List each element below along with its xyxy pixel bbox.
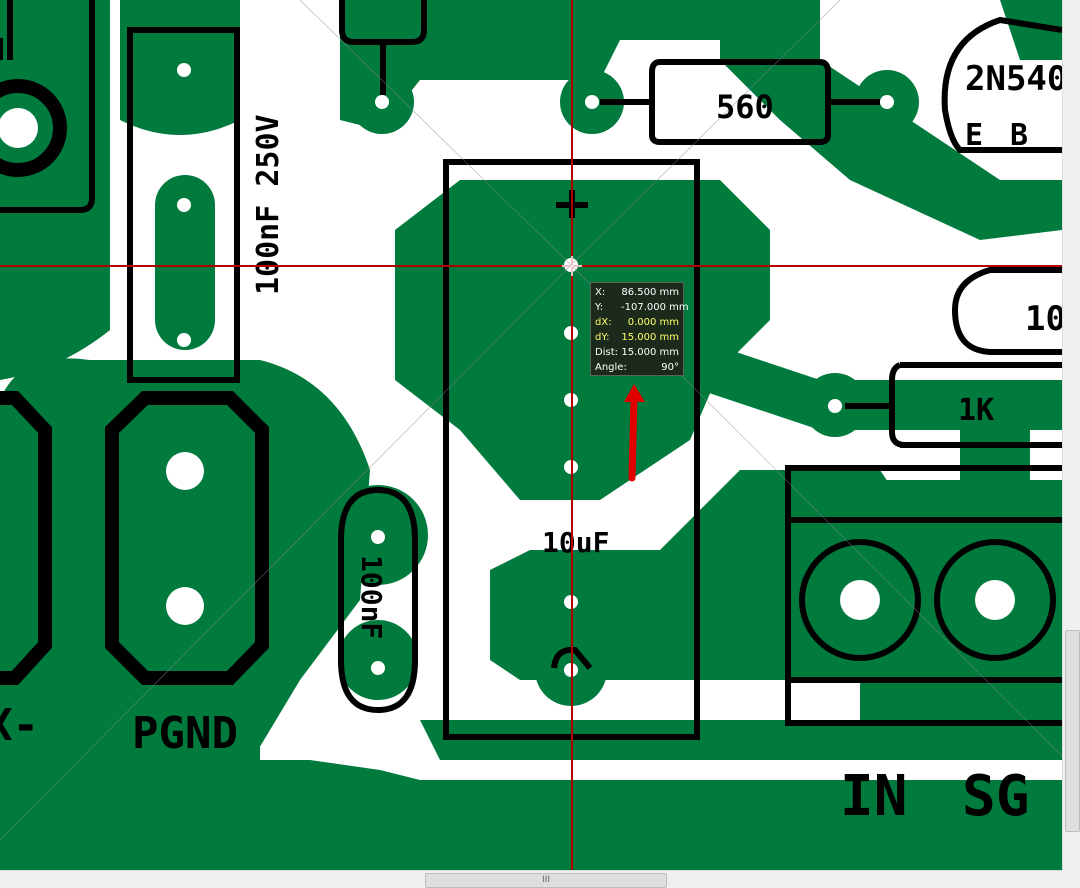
drill-holes [0, 63, 1015, 677]
measure-dy-value: 15.000 mm [621, 332, 679, 343]
label-2n540: 2N540 [965, 59, 1062, 99]
label-560: 560 [716, 88, 774, 126]
measure-dx-row: dX: 0.000 mm [595, 315, 679, 330]
pcb-layout: 100nF 250V 100nF 10uF 560 1K 2N540 E B 1… [0, 0, 1062, 870]
measure-x-value: 86.500 mm [621, 287, 679, 298]
crosshair [0, 0, 1062, 870]
label-pgnd: PGND [132, 708, 238, 759]
label-x-minus: X- [0, 700, 39, 751]
measure-dy-label: dY: [595, 332, 610, 343]
measure-dx-label: dX: [595, 317, 612, 328]
label-b: B [1010, 118, 1028, 153]
horizontal-scrollbar[interactable]: III [0, 870, 1062, 888]
label-e: E [965, 118, 983, 153]
measure-dx-value: 0.000 mm [627, 317, 679, 328]
measure-angle-row: Angle: 90° [595, 360, 679, 375]
measure-dist-value: 15.000 mm [621, 347, 679, 358]
label-10uf: 10uF [542, 526, 609, 559]
horizontal-scrollbar-thumb[interactable]: III [425, 873, 667, 888]
label-100nf: 100nF [355, 555, 388, 639]
guide-lines [0, 0, 1062, 841]
label-10-partial: 10 [1025, 299, 1062, 339]
red-arrow-icon [624, 384, 645, 482]
measure-y-row: Y: -107.000 mm [595, 300, 689, 315]
measure-x-label: X: [595, 287, 606, 298]
measure-dist-row: Dist:15.000 mm [595, 345, 679, 360]
pcb-canvas[interactable]: 100nF 250V 100nF 10uF 560 1K 2N540 E B 1… [0, 0, 1062, 870]
measure-angle-value: 90° [661, 362, 679, 373]
label-1k: 1K [958, 393, 994, 428]
measure-dist-label: Dist: [595, 347, 618, 358]
scrollbar-corner [1062, 870, 1080, 888]
measure-origin [562, 256, 582, 276]
label-sg: SG [962, 764, 1029, 829]
vertical-scrollbar-thumb[interactable] [1065, 630, 1080, 832]
measure-dy-row: dY: 15.000 mm [595, 330, 679, 345]
label-100nf-250v: 100nF 250V [251, 114, 286, 295]
label-in: IN [840, 764, 907, 829]
measure-y-label: Y: [595, 302, 604, 313]
measure-angle-label: Angle: [595, 362, 627, 373]
measure-x-row: X: 86.500 mm [595, 285, 679, 300]
scrollbar-grip-icon: III [542, 875, 550, 885]
measure-y-value: -107.000 mm [621, 302, 689, 313]
vertical-scrollbar[interactable] [1062, 0, 1080, 870]
measurement-tooltip: X: 86.500 mm Y: -107.000 mm dX: 0.000 mm dY… [590, 282, 689, 376]
